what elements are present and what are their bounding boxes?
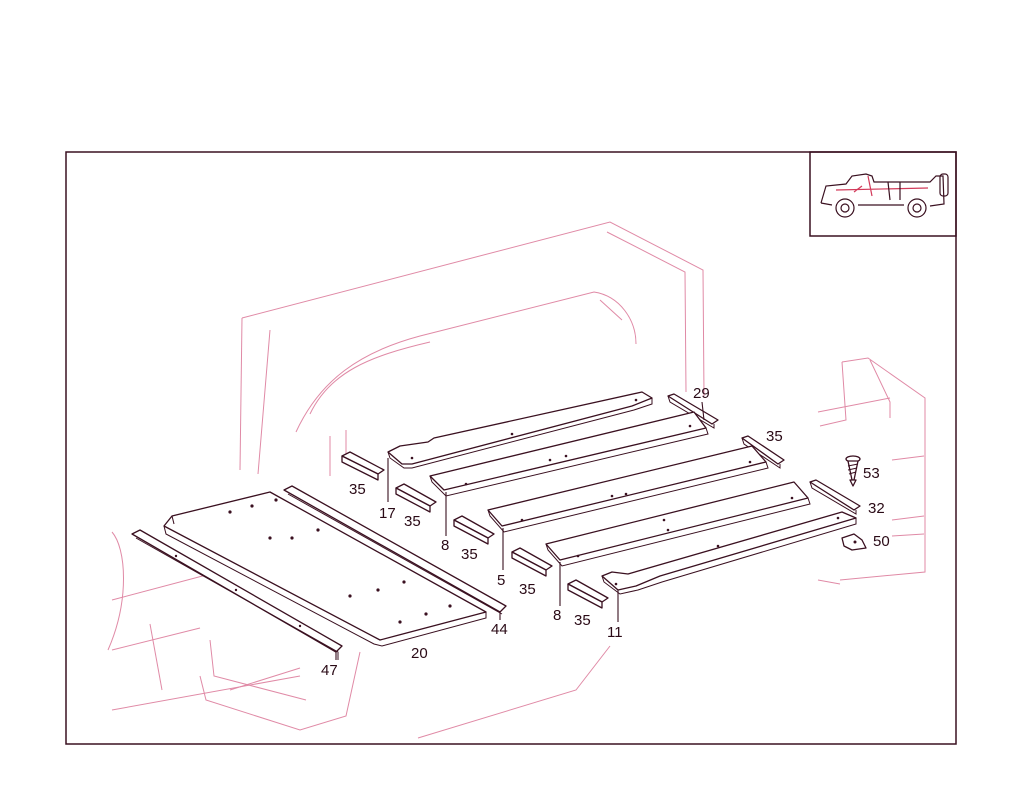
diagram-frame	[65, 151, 957, 745]
part-50-clip	[841, 533, 867, 551]
callout-11: 11	[607, 624, 623, 641]
part-20-floor-panel	[163, 491, 487, 647]
callout-35-d: 35	[574, 612, 591, 629]
callout-35-top-right: 35	[766, 428, 783, 445]
part-53-screw	[845, 455, 861, 487]
callout-32: 32	[868, 500, 885, 517]
callout-50: 50	[873, 533, 890, 550]
callout-20: 20	[411, 645, 428, 662]
part-35-bracket-d	[567, 579, 609, 609]
part-32-bracket	[809, 479, 861, 515]
vehicle-convertible-icon	[820, 173, 949, 218]
leader-lines	[335, 401, 705, 660]
part-35-bracket-c	[511, 547, 553, 577]
part-11-slat	[601, 511, 857, 595]
part-8-slat-b	[545, 481, 811, 567]
callout-29: 29	[693, 385, 710, 402]
callout-35-b: 35	[461, 546, 478, 563]
part-17-slat	[387, 391, 653, 469]
part-35-bracket-b	[453, 515, 495, 545]
callout-35-left: 35	[349, 481, 366, 498]
body-context-outline	[107, 221, 926, 739]
part-35-bracket-right	[741, 435, 785, 469]
part-5-slat	[487, 445, 769, 533]
part-35-bracket-left	[341, 451, 385, 481]
part-35-bracket-a	[395, 483, 437, 513]
callout-35-a: 35	[404, 513, 421, 530]
callout-17: 17	[379, 505, 396, 522]
callout-35-c: 35	[519, 581, 536, 598]
callout-8-b: 8	[553, 607, 561, 624]
callout-44: 44	[491, 621, 508, 638]
callout-8-a: 8	[441, 537, 449, 554]
part-47-sill-strip	[131, 529, 343, 660]
callout-47: 47	[321, 662, 338, 679]
vehicle-thumbnail	[809, 151, 957, 237]
part-44-strip	[283, 485, 507, 615]
callout-5: 5	[497, 572, 505, 589]
callout-53: 53	[863, 465, 880, 482]
